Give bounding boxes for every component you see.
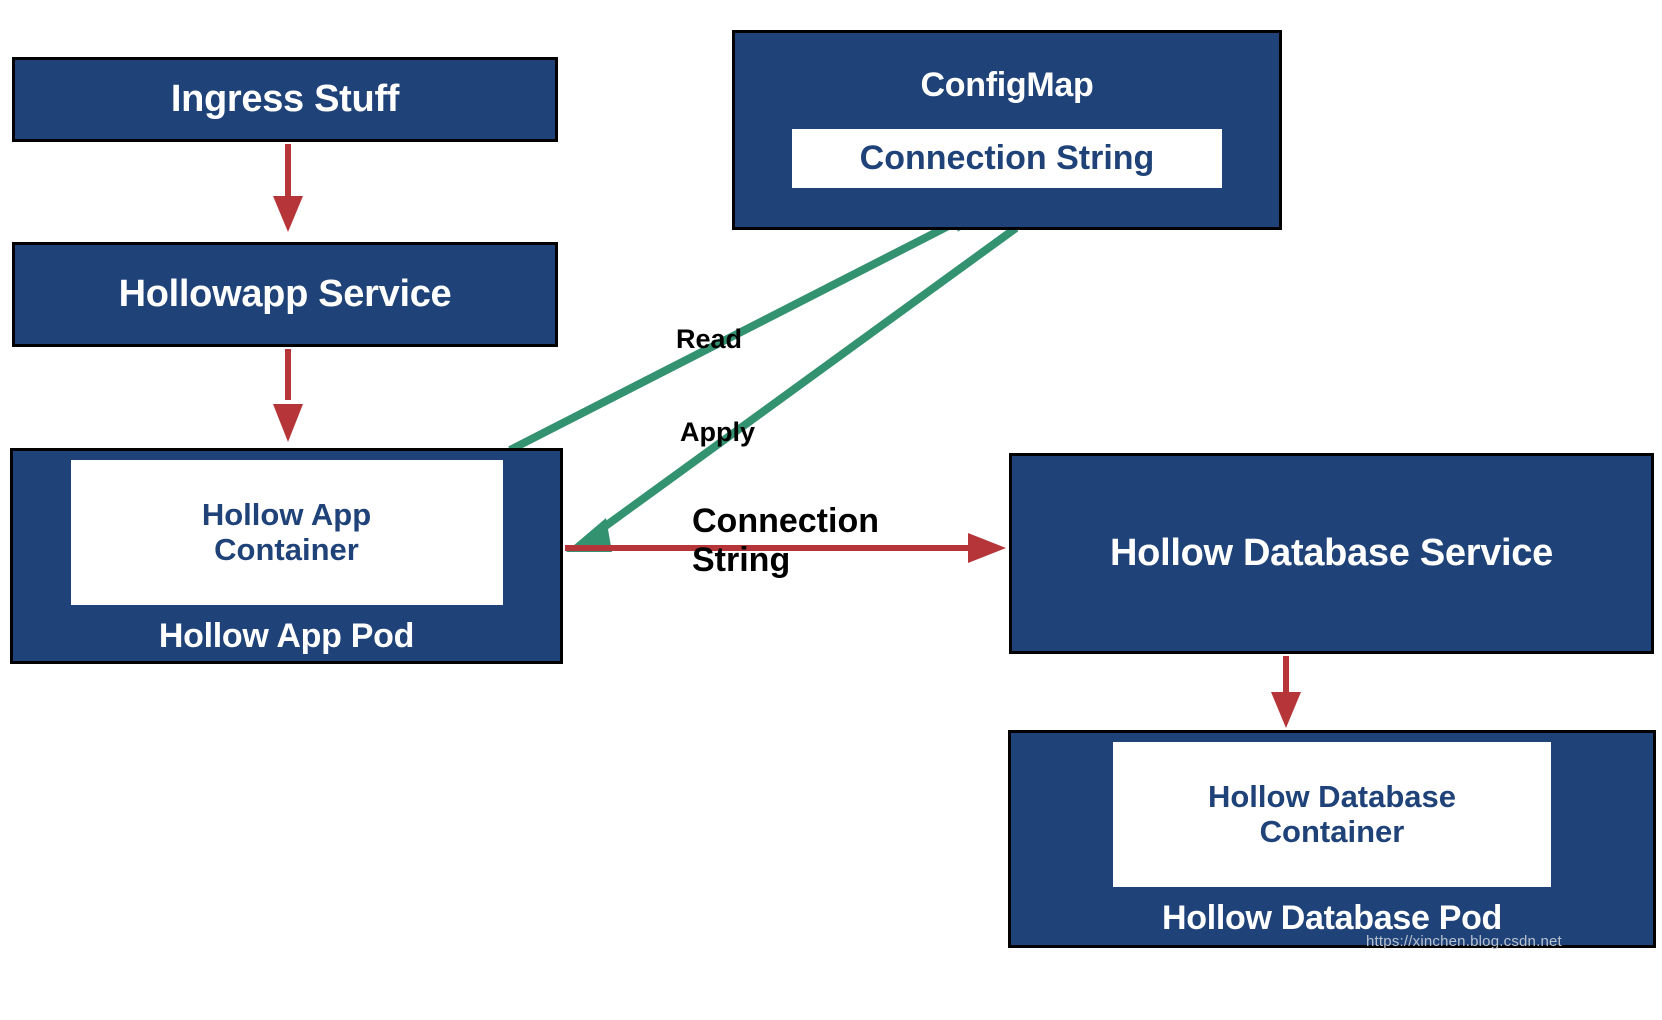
arrow-app-service-to-app-pod	[273, 349, 303, 442]
node-ingress-stuff[interactable]: Ingress Stuff	[12, 57, 558, 142]
node-hollow-app-pod-label: Hollow App Pod	[158, 617, 415, 655]
node-hollow-database-pod-label: Hollow Database Pod	[1161, 899, 1503, 937]
arrow-db-service-to-db-pod	[1271, 656, 1301, 728]
watermark: https://xinchen.blog.csdn.net	[1366, 933, 1562, 950]
node-configmap-connection-string[interactable]: Connection String	[792, 129, 1222, 189]
edge-label-apply: Apply	[680, 417, 756, 447]
node-configmap[interactable]: ConfigMap Connection String	[732, 30, 1282, 230]
node-hollow-database-service-label: Hollow Database Service	[1110, 532, 1553, 575]
edge-label-connection-string: Connection String	[692, 502, 879, 580]
arrow-app-pod-to-configmap-read	[508, 195, 994, 454]
node-ingress-stuff-label: Ingress Stuff	[170, 78, 400, 121]
arrow-ingress-to-app-service	[273, 144, 303, 232]
edge-label-read: Read	[676, 324, 743, 354]
node-configmap-label: ConfigMap	[920, 66, 1094, 104]
node-hollowapp-service-label: Hollowapp Service	[118, 273, 452, 316]
node-hollowapp-service[interactable]: Hollowapp Service	[12, 242, 558, 347]
node-hollow-database-service[interactable]: Hollow Database Service	[1009, 453, 1654, 654]
